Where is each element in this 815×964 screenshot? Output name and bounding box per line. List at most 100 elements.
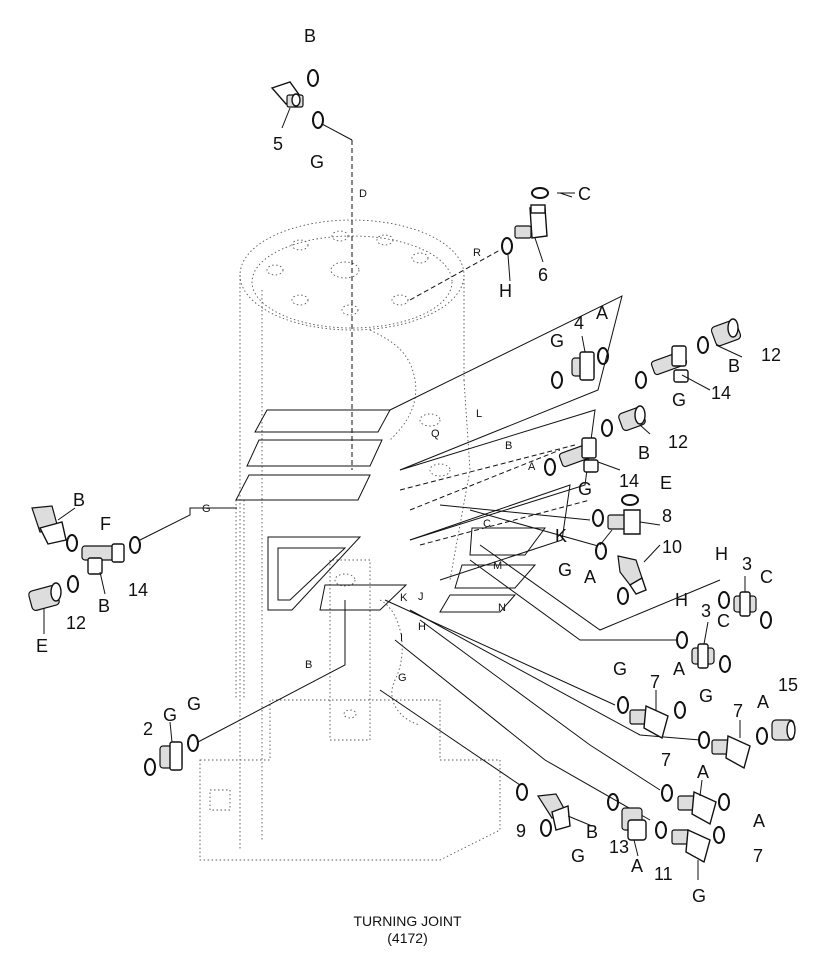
turning-joint-exploded-diagram: B 5 G D C R H 6 4 A G B 12 G 14 L Q B B …	[28, 26, 798, 906]
callout-label: 15	[778, 675, 798, 695]
callout-label: A	[596, 303, 608, 323]
callout-label: D	[359, 188, 367, 200]
callout-label: G	[310, 152, 324, 172]
fitting-5-elbow	[270, 81, 304, 108]
callout-label: J	[418, 591, 424, 603]
caption-code: (4172)	[387, 930, 428, 946]
callout-label: B	[305, 659, 312, 671]
callout-label: 12	[66, 613, 86, 633]
callout-label: G	[550, 331, 564, 351]
callout-label: A	[753, 811, 765, 831]
fitting-7-elbow-a	[629, 704, 669, 740]
callout-label: 7	[650, 672, 660, 692]
callout-label: G	[699, 686, 713, 706]
callout-label: K	[400, 592, 408, 604]
callout-label: 14	[619, 471, 639, 491]
callout-label: H	[418, 621, 426, 633]
diagram-caption: TURNING JOINT (4172)	[0, 913, 815, 947]
callout-label: 14	[128, 580, 148, 600]
callout-label: H	[675, 590, 688, 610]
callout-label: C	[578, 184, 591, 204]
fitting-9-elbow	[536, 793, 571, 831]
fitting-14-tee-top	[650, 345, 689, 383]
callout-label: 7	[753, 846, 763, 866]
callout-label: 10	[662, 537, 682, 557]
callout-label: G	[187, 694, 201, 714]
callout-label: G	[398, 672, 407, 684]
fitting-12-cap-mid	[618, 405, 646, 432]
callout-label: 7	[733, 701, 743, 721]
fitting-12-cap-left	[28, 582, 62, 611]
callout-label: 4	[574, 313, 584, 333]
fitting-8-elbow	[607, 509, 641, 535]
o-rings	[66, 69, 772, 844]
callout-label: K	[555, 526, 567, 546]
callout-label: F	[100, 514, 111, 534]
callout-label: C	[483, 518, 491, 530]
callout-label: G	[163, 705, 177, 725]
fitting-4-connector	[571, 351, 595, 381]
callout-label: I	[400, 632, 403, 644]
callout-label: G	[672, 390, 686, 410]
callout-label: 11	[654, 864, 673, 884]
callout-label: 5	[273, 134, 283, 154]
callout-label: H	[715, 544, 728, 564]
fitting-3-connector-b	[691, 643, 715, 669]
fitting-7-elbow-b	[711, 734, 751, 770]
fitting-14-tee-mid	[558, 437, 599, 473]
fitting-13-connector	[621, 807, 647, 841]
callout-label: 7	[661, 750, 671, 770]
callout-label: Q	[431, 428, 440, 440]
fitting-2-connector	[159, 741, 183, 771]
callout-label: R	[473, 247, 481, 259]
callout-label: B	[73, 490, 85, 510]
callout-label: B	[638, 443, 650, 463]
callout-label: G	[578, 479, 592, 499]
callout-label: 3	[701, 601, 711, 621]
callout-label: B	[728, 356, 740, 376]
callout-leaders	[43, 107, 746, 880]
callout-label: 14	[711, 383, 731, 403]
callout-label: 3	[742, 554, 752, 574]
fitting-7-elbow-c	[677, 790, 717, 826]
fitting-10-elbow	[617, 555, 647, 595]
callout-label: B	[98, 596, 110, 616]
callout-label: A	[528, 461, 536, 473]
callout-label: E	[36, 636, 48, 656]
fittings	[28, 81, 796, 864]
callout-label: A	[673, 659, 685, 679]
callout-labels: B 5 G D C R H 6 4 A G B 12 G 14 L Q B B …	[36, 26, 798, 906]
hose-lines	[139, 123, 721, 821]
callout-label: 12	[668, 432, 688, 452]
callout-label: 2	[143, 719, 153, 739]
callout-label: L	[476, 408, 482, 420]
callout-label: B	[505, 440, 512, 452]
callout-label: G	[571, 846, 585, 866]
callout-label: H	[499, 281, 512, 301]
callout-label: E	[660, 473, 672, 493]
callout-label: A	[697, 762, 709, 782]
callout-label: C	[760, 567, 773, 587]
callout-label: 13	[609, 837, 629, 857]
fitting-6-elbow	[514, 204, 548, 239]
callout-label: B	[586, 822, 598, 842]
callout-label: N	[498, 602, 506, 614]
fitting-3-connector-a	[733, 591, 757, 617]
fitting-11-elbow	[31, 505, 67, 545]
callout-label: G	[692, 886, 706, 906]
callout-label: 6	[538, 265, 548, 285]
callout-label: A	[631, 856, 643, 876]
callout-label: 8	[662, 506, 672, 526]
fitting-12-cap-top	[710, 318, 742, 347]
callout-label: 9	[516, 821, 526, 841]
callout-label: B	[304, 26, 316, 46]
callout-label: 12	[761, 345, 781, 365]
callout-label: C	[717, 611, 730, 631]
callout-label: G	[202, 503, 211, 515]
callout-label: A	[757, 692, 769, 712]
callout-label: G	[558, 560, 572, 580]
fitting-14-tee-left	[81, 543, 125, 575]
callout-label: M	[493, 560, 502, 572]
callout-label: G	[613, 659, 627, 679]
